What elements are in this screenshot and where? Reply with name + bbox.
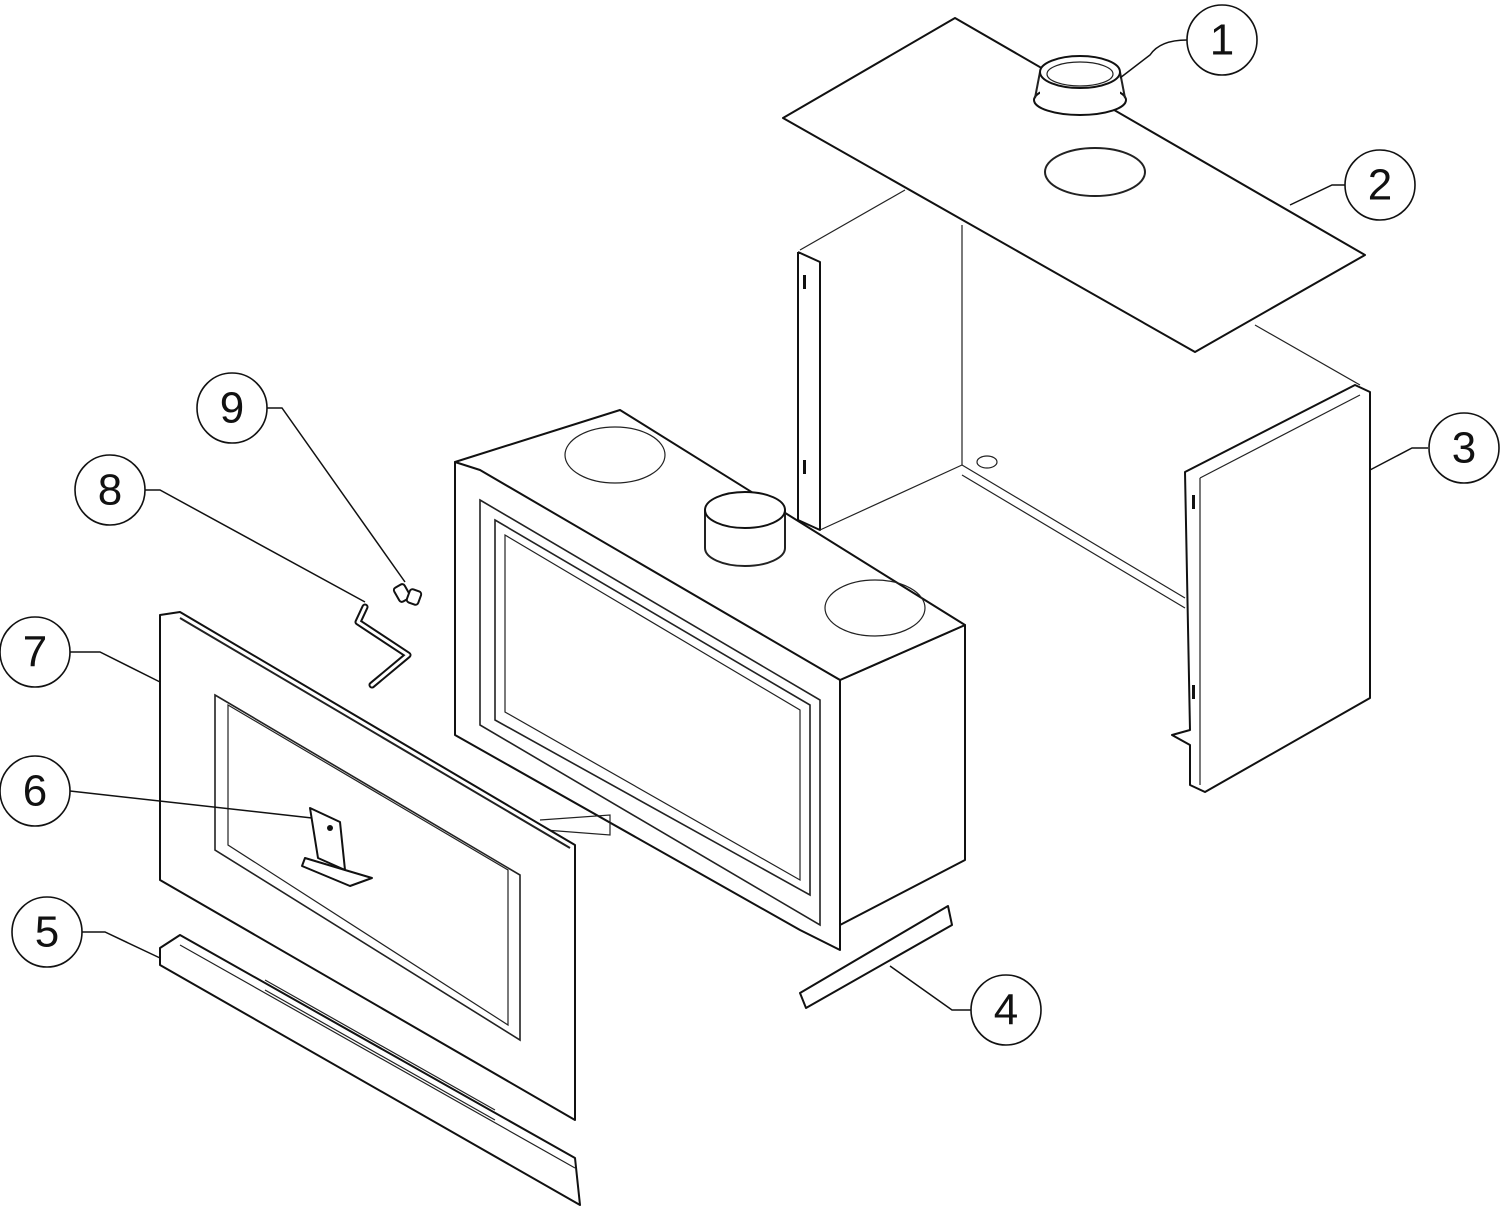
callout-5: 5 bbox=[11, 896, 83, 968]
callout-4: 4 bbox=[970, 974, 1042, 1046]
svg-text:3: 3 bbox=[1452, 424, 1476, 473]
svg-text:7: 7 bbox=[23, 628, 47, 677]
callout-2: 2 bbox=[1344, 149, 1416, 221]
flue-collar bbox=[1033, 55, 1127, 116]
firebox bbox=[454, 409, 966, 951]
callout-1: 1 bbox=[1186, 4, 1258, 76]
fitting bbox=[392, 583, 423, 606]
handle-tool bbox=[354, 603, 412, 689]
callout-7: 7 bbox=[0, 616, 71, 688]
svg-text:4: 4 bbox=[994, 986, 1018, 1035]
top-plate bbox=[782, 17, 1366, 353]
svg-text:8: 8 bbox=[98, 466, 122, 515]
svg-text:9: 9 bbox=[220, 384, 244, 433]
callout-3: 3 bbox=[1428, 412, 1500, 484]
control-bracket bbox=[301, 807, 373, 887]
bottom-bracket bbox=[799, 905, 953, 1009]
callout-9: 9 bbox=[196, 372, 268, 444]
callout-6: 6 bbox=[0, 755, 71, 827]
svg-text:1: 1 bbox=[1210, 16, 1234, 65]
leader-lines bbox=[69, 39, 1428, 1011]
callout-8: 8 bbox=[74, 454, 146, 526]
lower-trim-bar bbox=[159, 934, 581, 1206]
svg-text:6: 6 bbox=[23, 767, 47, 816]
svg-text:5: 5 bbox=[35, 908, 59, 957]
outer-casing bbox=[797, 189, 1371, 793]
front-frame bbox=[159, 611, 576, 1121]
svg-text:2: 2 bbox=[1368, 161, 1392, 210]
